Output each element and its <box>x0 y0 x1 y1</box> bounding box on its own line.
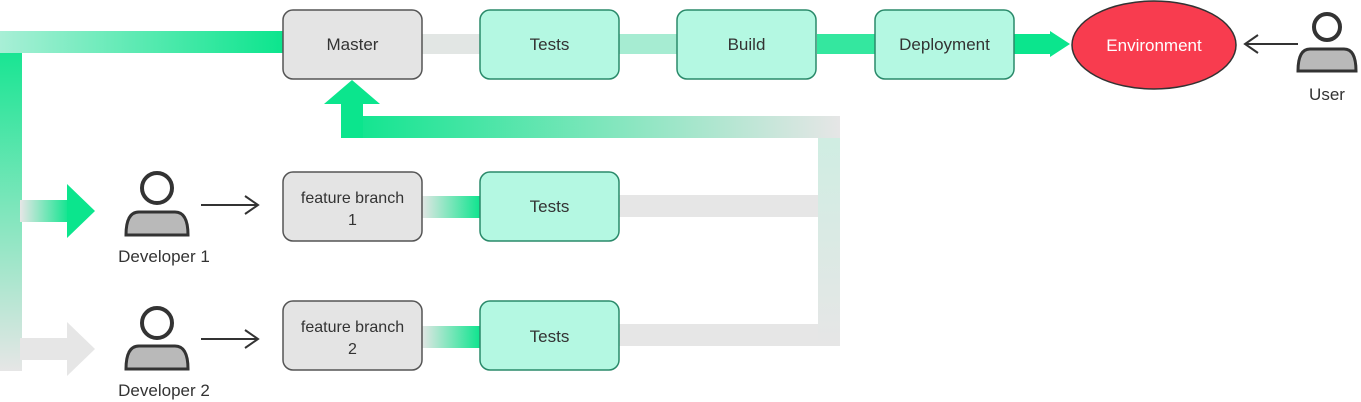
developer-1-icon <box>124 171 190 237</box>
master-label: Master <box>327 35 379 54</box>
branch2-connector <box>421 326 481 348</box>
developer-1-label: Developer 1 <box>118 247 210 266</box>
pipeline-deployment-box[interactable]: Deployment <box>874 9 1015 80</box>
developer-2-icon <box>124 306 190 371</box>
pipeline-tests-label: Tests <box>530 35 570 54</box>
pipeline-connectors <box>421 31 1070 57</box>
environment-label: Environment <box>1106 36 1202 55</box>
feature-branch-1-line2: 1 <box>348 212 357 229</box>
feature-branch-2-box[interactable]: feature branch 2 <box>282 300 423 371</box>
feature-branch-1-line1: feature branch <box>301 190 404 207</box>
arrow-left-icon <box>1243 34 1298 54</box>
merge-return-path <box>324 80 840 346</box>
feature-branch-1-box[interactable]: feature branch 1 <box>282 171 423 242</box>
environment-node[interactable]: Environment <box>1071 0 1237 90</box>
arrow-right-icon <box>201 329 260 349</box>
arrow-right-icon <box>201 195 260 215</box>
left-flow-track <box>0 31 284 376</box>
feature-branch-2-line1: feature branch <box>301 319 404 336</box>
user-label: User <box>1309 85 1345 104</box>
feature-2-tests-label: Tests <box>530 327 570 346</box>
user-icon <box>1296 12 1358 73</box>
feature-1-tests-box[interactable]: Tests <box>479 171 620 242</box>
feature-2-tests-box[interactable]: Tests <box>479 300 620 371</box>
pipeline-build-box[interactable]: Build <box>676 9 817 80</box>
feature-1-tests-label: Tests <box>530 197 570 216</box>
pipeline-build-label: Build <box>728 35 766 54</box>
developer-2-label: Developer 2 <box>118 381 210 400</box>
feature-branch-2-line2: 2 <box>348 341 357 358</box>
branch1-connector <box>421 196 481 218</box>
pipeline-tests-box[interactable]: Tests <box>479 9 620 80</box>
master-box[interactable]: Master <box>282 9 423 80</box>
pipeline-deployment-label: Deployment <box>899 35 990 54</box>
